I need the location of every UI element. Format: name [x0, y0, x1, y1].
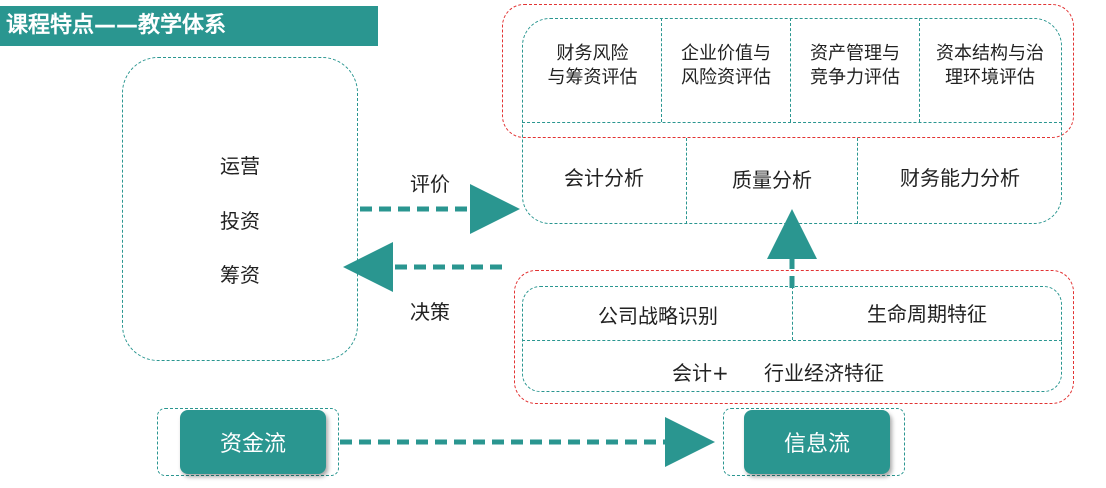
basis-strategy: 公司战略识别: [598, 304, 718, 328]
basis-lifecycle: 生命周期特征: [867, 302, 987, 326]
evaluation-item: 企业价值与 风险资评估: [681, 43, 771, 88]
evaluation-item: 资产管理与 竞争力评估: [810, 43, 900, 88]
evaluation-item: 财务风险 与筹资评估: [547, 43, 638, 88]
divider: [857, 138, 858, 224]
analysis-quality: 质量分析: [732, 168, 812, 192]
capital-flow-button: 资金流: [180, 410, 326, 474]
divider: [792, 286, 793, 340]
divider: [661, 18, 662, 122]
divider: [522, 340, 1062, 341]
page-title: 课程特点——教学体系: [0, 6, 378, 46]
info-flow-frame: [723, 408, 905, 476]
divider: [919, 18, 920, 122]
info-flow-button: 信息流: [744, 410, 890, 474]
analysis-frame: [522, 18, 1062, 224]
analysis-financial-capability: 财务能力分析: [900, 166, 1020, 190]
evaluation-region: [502, 4, 1074, 138]
basis-industry: 行业经济特征: [764, 361, 884, 385]
left-item-investment: 投资: [220, 209, 260, 233]
divider: [686, 138, 687, 224]
divider: [522, 122, 1062, 123]
evaluation-item: 资本结构与治 理环境评估: [936, 43, 1044, 88]
divider: [790, 18, 791, 122]
decide-label: 决策: [410, 300, 450, 324]
evaluate-label: 评价: [410, 172, 450, 196]
basis-region: [514, 270, 1074, 404]
activity-box: [122, 57, 358, 361]
capital-flow-frame: [157, 408, 339, 476]
analysis-accounting: 会计分析: [564, 166, 644, 190]
left-item-operations: 运营: [220, 154, 260, 178]
left-item-financing: 筹资: [220, 263, 260, 287]
basis-accounting: 会计+: [672, 361, 729, 385]
